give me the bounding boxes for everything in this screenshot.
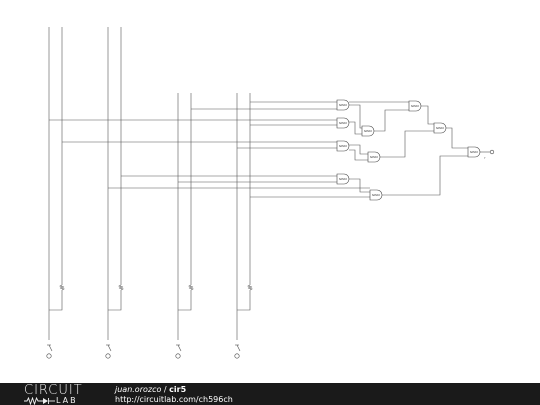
nand-gate: NAND2 (336, 117, 350, 129)
footer-bar: CIRCUIT LAB juan.orozco / cir5 http://ci… (0, 383, 540, 405)
svg-text:NAND2: NAND2 (339, 145, 347, 148)
circuit-url-link[interactable]: http://circuitlab.com/ch596ch (115, 395, 233, 404)
nand-gate: NAND2 (467, 146, 481, 158)
logic-gates: NAND2 NAND2 NAND2 NAND2 NAND2 NAND2 NAND… (336, 99, 481, 201)
nand-gate: NAND2 (433, 122, 447, 134)
circuit-schematic: NAND2 NAND2 NAND2 NAND2 NAND2 NAND2 NAND… (46, 27, 495, 359)
svg-text:NAND2: NAND2 (339, 104, 347, 107)
author-link[interactable]: juan.orozco (115, 385, 162, 394)
pulldown-resistors (59, 284, 253, 291)
circuit-meta: juan.orozco / cir5 http://circuitlab.com… (115, 385, 233, 405)
svg-text:NAND2: NAND2 (372, 194, 380, 197)
resistor-diode-icon (24, 397, 55, 405)
nand-gate: NAND2 (367, 151, 381, 163)
svg-text:NAND2: NAND2 (436, 127, 444, 130)
separator: / (161, 385, 170, 394)
nand-gate: NAND2 (408, 100, 422, 112)
svg-text:NAND2: NAND2 (370, 156, 378, 159)
svg-text:NAND2: NAND2 (364, 130, 372, 133)
input-bus-lines (48, 27, 251, 310)
circuitlab-logo-mark: LAB (24, 396, 92, 405)
nand-gate: NAND2 (336, 173, 350, 185)
circuit-title: cir5 (169, 385, 187, 394)
circuitlab-logo-lab: LAB (56, 396, 78, 405)
svg-text:NAND2: NAND2 (470, 151, 478, 154)
circuitlab-logo-text: CIRCUIT (24, 383, 83, 398)
nand-gate: NAND2 (336, 140, 350, 152)
gate-input-wires (49, 101, 370, 198)
inter-gate-wires (349, 101, 490, 196)
author-title-line: juan.orozco / cir5 (115, 385, 233, 395)
svg-text:Y: Y (484, 157, 486, 160)
nand-gate: NAND2 (361, 125, 375, 137)
svg-text:NAND2: NAND2 (339, 122, 347, 125)
svg-text:NAND2: NAND2 (339, 178, 347, 181)
output-terminal: Y (484, 149, 495, 160)
input-switches (46, 344, 241, 359)
nand-gate: NAND2 (369, 189, 383, 201)
switch-connections (48, 290, 251, 340)
nand-gate: NAND2 (336, 99, 350, 111)
svg-text:NAND2: NAND2 (411, 105, 419, 108)
